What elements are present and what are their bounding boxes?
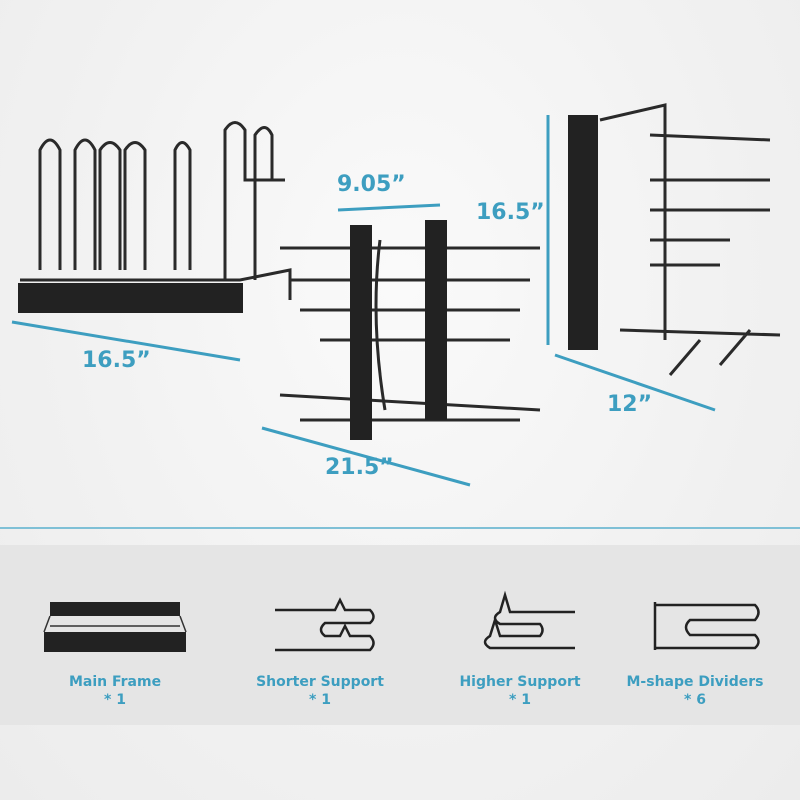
part-label: M-shape Dividers [626,674,764,690]
product-illustration [11,103,781,487]
part-label: Main Frame [68,674,162,690]
part-label: Higher Support [459,674,581,690]
part-quantity: * 1 [509,692,531,708]
m-shape-divider-icon [653,602,760,650]
part-higher-support: Higher Support * 1 [430,590,610,708]
part-quantity: * 6 [684,692,706,708]
part-quantity: * 1 [309,692,331,708]
main-frame-icon [43,602,187,652]
part-main-frame: Main Frame * 1 [25,590,205,708]
part-shorter-support: Shorter Support * 1 [230,590,410,708]
dimension-vertical-depth: 12” [607,392,653,417]
dimension-height: 16.5” [476,200,545,225]
dimension-frame-width: 16.5” [82,348,151,373]
higher-support-icon [483,590,575,650]
part-label: Shorter Support [256,674,384,690]
dimension-extended-length: 21.5” [325,455,394,480]
dimension-frame-depth: 9.05” [337,172,406,197]
rack-horizontal [20,121,292,300]
part-m-shape-dividers: M-shape Dividers * 6 [605,590,785,708]
section-divider [0,527,800,529]
shorter-support-icon [275,597,375,652]
rack-extended [279,239,541,422]
rack-vertical [599,103,781,376]
part-quantity: * 1 [104,692,126,708]
